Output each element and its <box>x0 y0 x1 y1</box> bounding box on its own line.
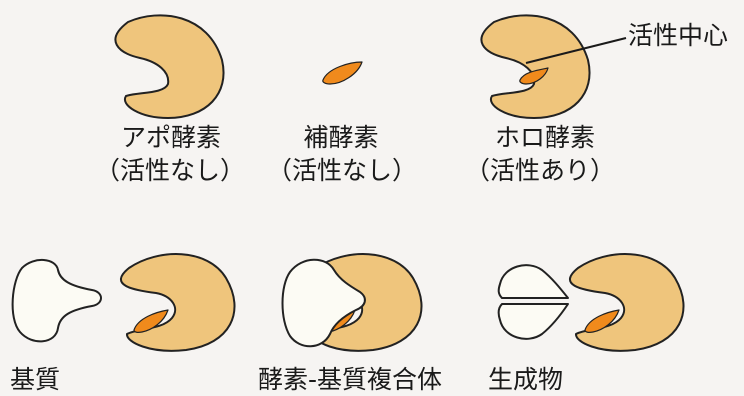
apoenzyme-label: アポ酵素 <box>92 122 250 154</box>
product-piece <box>499 265 568 298</box>
coenzyme-activity-label: （活性なし） <box>252 155 432 187</box>
holoenzyme-label: ホロ酵素 <box>466 122 624 154</box>
coenzyme-label: 補酵素 <box>276 122 406 154</box>
enzyme-shape <box>570 254 684 351</box>
substrate-shape <box>13 260 101 341</box>
holoenzyme-shape <box>481 15 589 118</box>
active-site-label: 活性中心 <box>628 20 728 52</box>
enzyme-shape <box>121 254 235 351</box>
apoenzyme-activity-label: （活性なし） <box>80 155 260 187</box>
product-label: 生成物 <box>488 364 563 396</box>
complex-label: 酵素-基質複合体 <box>258 364 442 396</box>
product-piece <box>499 304 568 339</box>
coenzyme-shape <box>323 62 362 84</box>
apoenzyme-shape <box>115 15 223 118</box>
substrate-label: 基質 <box>10 364 60 396</box>
holoenzyme-activity-label: （活性あり） <box>450 155 630 187</box>
